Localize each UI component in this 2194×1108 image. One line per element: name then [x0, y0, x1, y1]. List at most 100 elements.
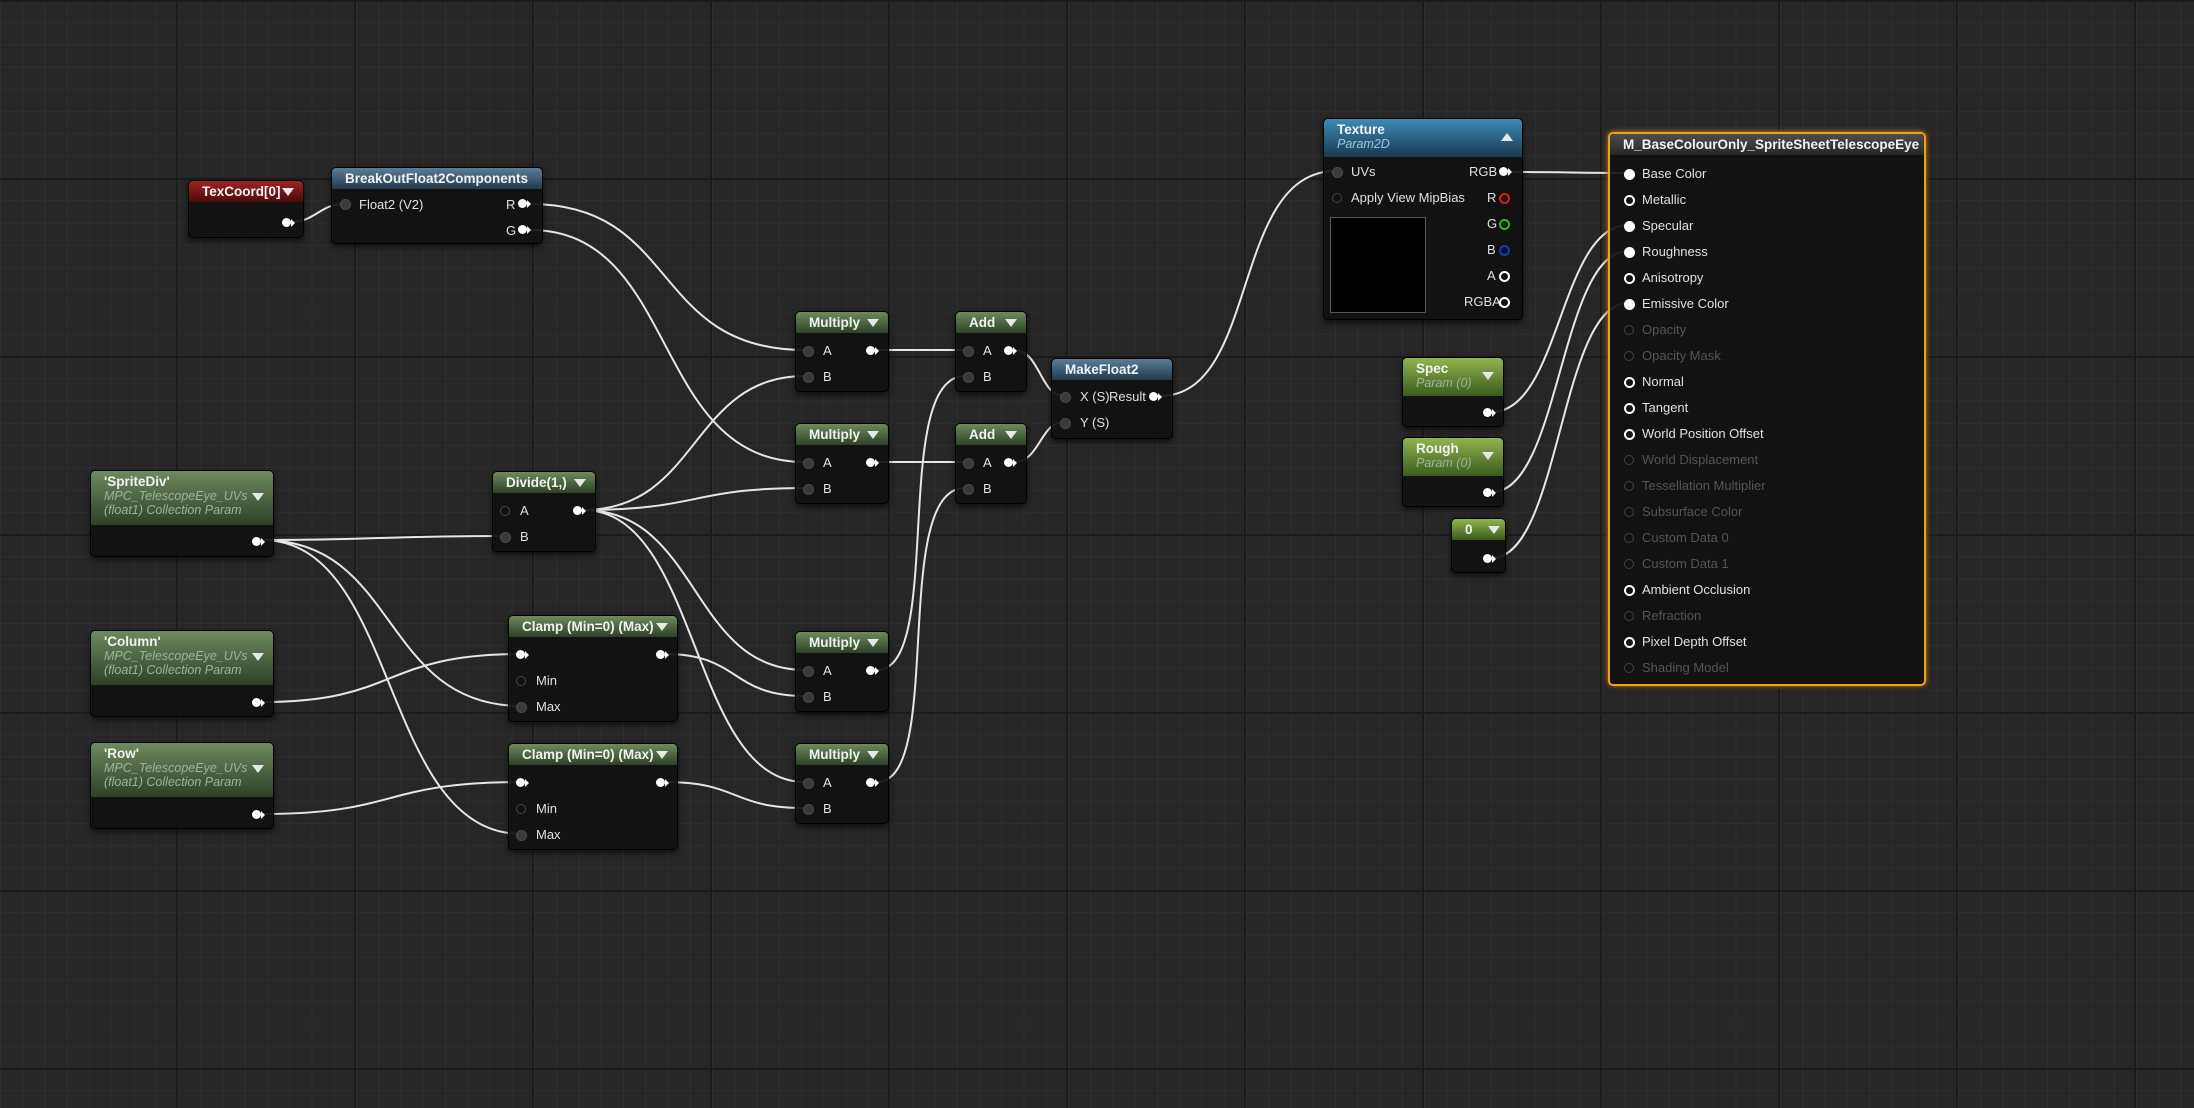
material-pin-emissive-color[interactable]	[1624, 299, 1635, 310]
rough-output-pin[interactable]	[1483, 488, 1496, 497]
constant-zero-node[interactable]: 0	[1451, 518, 1506, 573]
makefloat2-node[interactable]: MakeFloat2 X (S) Result Y (S)	[1051, 358, 1173, 439]
material-pin-world-position-offset[interactable]	[1624, 429, 1635, 440]
makefloat2-header[interactable]: MakeFloat2	[1052, 359, 1172, 380]
collapse-arrow-icon[interactable]	[1501, 133, 1513, 141]
rough-header[interactable]: Rough Param (0)	[1403, 438, 1503, 476]
material-pin-roughness[interactable]	[1624, 247, 1635, 258]
material-pin-world-displacement[interactable]	[1624, 455, 1634, 465]
column-header[interactable]: 'Column' MPC_TelescopeEye_UVs (float1) C…	[91, 631, 273, 685]
clamp1-node[interactable]: Clamp (Min=0) (Max) Min Max	[508, 615, 678, 722]
multiply2-node[interactable]: Multiply A B	[795, 423, 889, 504]
constant-zero-output-pin[interactable]	[1483, 554, 1496, 563]
multiply3-output-pin[interactable]	[866, 666, 879, 675]
divide-b-pin[interactable]	[500, 532, 511, 543]
expand-arrow-icon[interactable]	[574, 479, 586, 487]
multiply4-a-pin[interactable]	[803, 778, 814, 789]
expand-arrow-icon[interactable]	[656, 623, 668, 631]
multiply1-a-pin[interactable]	[803, 346, 814, 357]
material-pin-ambient-occlusion[interactable]	[1624, 585, 1635, 596]
spec-output-pin[interactable]	[1483, 408, 1496, 417]
multiply3-b-pin[interactable]	[803, 692, 814, 703]
breakout-r-pin[interactable]	[518, 199, 531, 208]
multiply4-node[interactable]: Multiply A B	[795, 743, 889, 824]
add1-b-pin[interactable]	[963, 372, 974, 383]
multiply4-header[interactable]: Multiply	[796, 744, 888, 765]
texture-g-pin[interactable]	[1499, 219, 1510, 230]
material-pin-pixel-depth-offset[interactable]	[1624, 637, 1635, 648]
expand-arrow-icon[interactable]	[1488, 526, 1500, 534]
divide-output-pin[interactable]	[573, 506, 586, 515]
clamp2-max-pin[interactable]	[516, 830, 527, 841]
texture-node[interactable]: Texture Param2D UVs Apply View MipBias R…	[1323, 118, 1523, 320]
add2-node[interactable]: Add A B	[955, 423, 1027, 504]
expand-arrow-icon[interactable]	[867, 431, 879, 439]
column-node[interactable]: 'Column' MPC_TelescopeEye_UVs (float1) C…	[90, 630, 274, 717]
add1-a-pin[interactable]	[963, 346, 974, 357]
add1-header[interactable]: Add	[956, 312, 1026, 333]
breakout-node[interactable]: BreakOutFloat2Components Float2 (V2) R G	[331, 167, 543, 244]
add1-output-pin[interactable]	[1004, 346, 1017, 355]
expand-arrow-icon[interactable]	[1005, 431, 1017, 439]
multiply3-a-pin[interactable]	[803, 666, 814, 677]
multiply1-header[interactable]: Multiply	[796, 312, 888, 333]
expand-arrow-icon[interactable]	[252, 653, 264, 661]
clamp1-output-pin[interactable]	[656, 650, 669, 659]
clamp2-min-pin[interactable]	[516, 804, 526, 814]
clamp1-min-pin[interactable]	[516, 676, 526, 686]
texture-rgba-pin[interactable]	[1499, 297, 1510, 308]
clamp1-header[interactable]: Clamp (Min=0) (Max)	[509, 616, 677, 637]
material-pin-opacity[interactable]	[1624, 325, 1634, 335]
row-output-pin[interactable]	[252, 810, 265, 819]
texture-b-pin[interactable]	[1499, 245, 1510, 256]
spritediv-node[interactable]: 'SpriteDiv' MPC_TelescopeEye_UVs (float1…	[90, 470, 274, 557]
breakout-g-pin[interactable]	[518, 225, 531, 234]
material-pin-opacity-mask[interactable]	[1624, 351, 1634, 361]
makefloat2-output-pin[interactable]	[1149, 392, 1162, 401]
breakout-header[interactable]: BreakOutFloat2Components	[332, 168, 542, 189]
column-output-pin[interactable]	[252, 698, 265, 707]
spec-header[interactable]: Spec Param (0)	[1403, 358, 1503, 396]
divide-a-pin[interactable]	[500, 506, 510, 516]
texture-mipbias-pin[interactable]	[1332, 193, 1342, 203]
expand-arrow-icon[interactable]	[252, 765, 264, 773]
clamp2-input-pin[interactable]	[516, 778, 529, 787]
material-pin-subsurface-color[interactable]	[1624, 507, 1634, 517]
material-pin-shading-model[interactable]	[1624, 663, 1634, 673]
clamp2-header[interactable]: Clamp (Min=0) (Max)	[509, 744, 677, 765]
breakout-input-pin[interactable]	[340, 199, 351, 210]
makefloat2-y-pin[interactable]	[1060, 418, 1071, 429]
multiply2-header[interactable]: Multiply	[796, 424, 888, 445]
clamp2-node[interactable]: Clamp (Min=0) (Max) Min Max	[508, 743, 678, 850]
material-pin-base-color[interactable]	[1624, 169, 1635, 180]
constant-zero-header[interactable]: 0	[1452, 519, 1505, 540]
texture-uvs-pin[interactable]	[1332, 167, 1343, 178]
expand-arrow-icon[interactable]	[252, 493, 264, 501]
texture-rgb-pin[interactable]	[1499, 167, 1512, 176]
expand-arrow-icon[interactable]	[656, 751, 668, 759]
material-pin-custom-data-1[interactable]	[1624, 559, 1634, 569]
texture-r-pin[interactable]	[1499, 193, 1510, 204]
clamp2-output-pin[interactable]	[656, 778, 669, 787]
material-pin-refraction[interactable]	[1624, 611, 1634, 621]
row-header[interactable]: 'Row' MPC_TelescopeEye_UVs (float1) Coll…	[91, 743, 273, 797]
texture-header[interactable]: Texture Param2D	[1324, 119, 1522, 157]
material-pin-specular[interactable]	[1624, 221, 1635, 232]
multiply3-header[interactable]: Multiply	[796, 632, 888, 653]
multiply3-node[interactable]: Multiply A B	[795, 631, 889, 712]
material-header[interactable]: M_BaseColourOnly_SpriteSheetTelescopeEye	[1610, 134, 1924, 155]
texture-a-pin[interactable]	[1499, 271, 1510, 282]
add2-header[interactable]: Add	[956, 424, 1026, 445]
spritediv-header[interactable]: 'SpriteDiv' MPC_TelescopeEye_UVs (float1…	[91, 471, 273, 525]
multiply2-a-pin[interactable]	[803, 458, 814, 469]
expand-arrow-icon[interactable]	[867, 639, 879, 647]
spritediv-output-pin[interactable]	[252, 537, 265, 546]
add2-a-pin[interactable]	[963, 458, 974, 469]
material-pin-tangent[interactable]	[1624, 403, 1635, 414]
expand-arrow-icon[interactable]	[867, 319, 879, 327]
material-pin-tessellation-multiplier[interactable]	[1624, 481, 1634, 491]
divide-node[interactable]: Divide(1,) A B	[492, 471, 596, 552]
material-pin-custom-data-0[interactable]	[1624, 533, 1634, 543]
add1-node[interactable]: Add A B	[955, 311, 1027, 392]
expand-arrow-icon[interactable]	[1482, 452, 1494, 460]
